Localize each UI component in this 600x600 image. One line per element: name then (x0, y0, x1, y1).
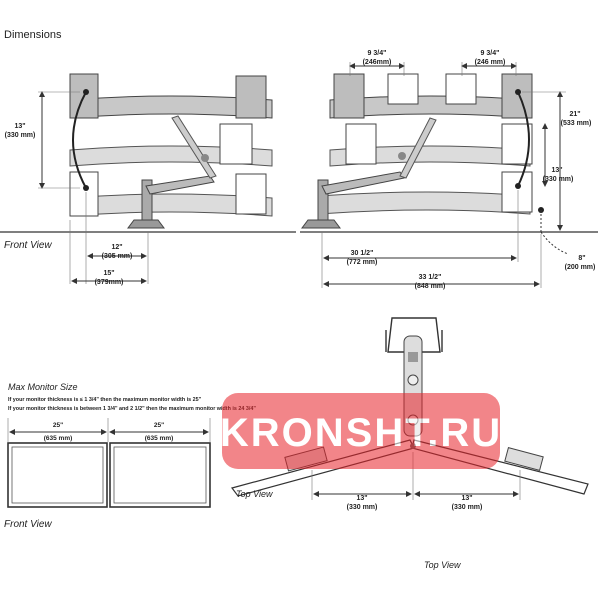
page-title: Dimensions (4, 29, 62, 41)
top-view-13b-mm-label: (330 mm) (452, 504, 483, 511)
top-view-13b-label: 13" (461, 495, 472, 502)
max-monitor-heading: Max Monitor Size (8, 382, 78, 392)
top-view-label-right: Top View (424, 560, 461, 570)
width-30-label: 30 1/2" (351, 250, 374, 257)
max-width-2-label: 25" (154, 422, 164, 429)
reach-12-label: 12" (111, 244, 122, 251)
max-width-1-mm-label: (635 mm) (44, 435, 73, 442)
height-8-mm-label: (200 mm) (565, 264, 596, 271)
height-13-mm-label: (330 mm) (543, 176, 574, 183)
top-width-1-mm-label: (246mm) (363, 59, 392, 66)
height-8-label: 8" (578, 255, 585, 262)
top-width-1-label: 9 3/4" (368, 50, 387, 57)
width-30-mm-label: (772 mm) (347, 259, 378, 266)
max-monitor-drawing (7, 418, 211, 508)
height-13-label: 13" (551, 167, 562, 174)
left-height-label: 13" (14, 123, 25, 130)
front-view-right-drawing (300, 62, 598, 288)
reach-15-label: 15" (103, 270, 114, 277)
height-21-mm-label: (533 mm) (561, 120, 592, 127)
top-view-label-left: Top View (236, 489, 273, 499)
top-view-13a-mm-label: (330 mm) (347, 504, 378, 511)
top-view-13a-label: 13" (356, 495, 367, 502)
front-view-top-label: Front View (4, 240, 52, 251)
left-height-mm-label: (330 mm) (5, 132, 36, 139)
watermark: KRONSHT.RU (220, 393, 502, 469)
front-view-bottom-label: Front View (4, 519, 52, 530)
max-monitor-line-1: If your monitor thickness is ≤ 1 3/4" th… (8, 397, 202, 403)
top-width-2-label: 9 3/4" (481, 50, 500, 57)
reach-12-mm-label: (305 mm) (102, 253, 133, 260)
reach-15-mm-label: (379mm) (95, 279, 124, 286)
front-view-left-drawing (0, 73, 296, 284)
height-21-label: 21" (569, 111, 580, 118)
max-width-1-label: 25" (53, 422, 63, 429)
width-33-label: 33 1/2" (419, 274, 442, 281)
max-monitor-line-2: If your monitor thickness is between 1 3… (8, 406, 256, 412)
watermark-text: KRONSHT.RU (220, 411, 502, 455)
width-33-mm-label: (848 mm) (415, 283, 446, 290)
top-width-2-mm-label: (246 mm) (475, 59, 506, 66)
max-width-2-mm-label: (635 mm) (145, 435, 174, 442)
